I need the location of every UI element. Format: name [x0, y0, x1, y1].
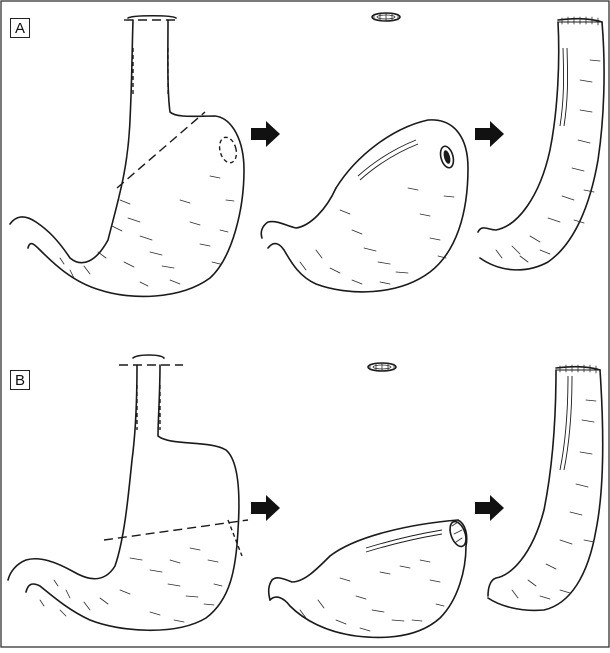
right-arrow-icon	[251, 121, 280, 147]
panel-label-b: B	[10, 370, 30, 390]
stomach-a-tube	[478, 17, 604, 270]
stomach-a-original	[10, 16, 244, 297]
esophagus-stump-a	[372, 13, 400, 21]
right-arrow-icon	[475, 495, 504, 521]
right-arrow-icon	[475, 121, 504, 147]
esophagus-stump-b	[368, 363, 396, 371]
right-arrow-icon	[251, 495, 280, 521]
stomach-b-original	[8, 355, 248, 630]
panel-label-a: A	[10, 18, 30, 38]
stomach-b-tube	[488, 365, 603, 610]
stomach-b-remnant	[269, 519, 469, 637]
stomach-a-remnant	[261, 120, 468, 292]
